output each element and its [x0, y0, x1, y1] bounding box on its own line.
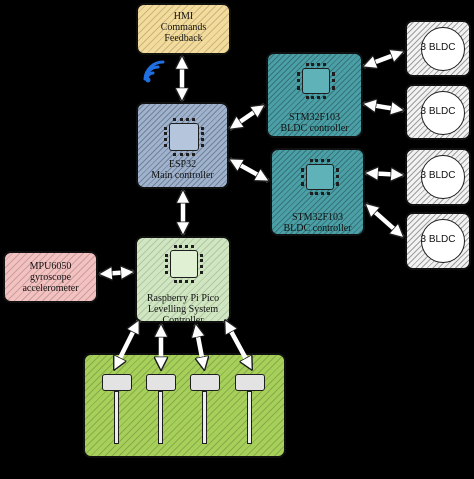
arrow-pico-actuator-4 [223, 322, 254, 368]
motor-icon [421, 155, 465, 199]
chip-icon [297, 63, 335, 99]
actuator-rod [202, 391, 207, 444]
stm32-top-block: STM32F103 BLDC controller [266, 52, 363, 138]
arrow-stm-bottom-motor-3 [367, 173, 402, 175]
mpu6050-line-1: MPU6050 [29, 261, 72, 272]
arrow-mpu-pico [101, 272, 132, 274]
mpu6050-line-3: accelerometer [22, 283, 79, 294]
hmi-line-2: Commands [160, 22, 207, 33]
esp32-label: ESP32 Main controller [138, 159, 227, 181]
hmi-label: HMI Commands Feedback [138, 11, 229, 44]
hmi-line-3: Feedback [164, 33, 203, 44]
arrow-esp32-stm-bottom [231, 157, 267, 183]
bldc-motor-1: 3 BLDC [405, 20, 471, 77]
pico-line-3: Controller [162, 315, 204, 323]
bldc-motor-2-label: 3 BLDC [420, 106, 456, 117]
stm32-bottom-line-1: STM32F103 [291, 212, 344, 223]
stm32-top-line-1: STM32F103 [288, 112, 341, 123]
arrow-stm-top-motor-2 [365, 104, 402, 110]
stm32-top-label: STM32F103 BLDC controller [268, 112, 361, 134]
linear-actuator-icon [190, 374, 220, 391]
esp32-line-2: Main controller [151, 170, 214, 181]
chip-icon [301, 159, 339, 195]
stm32-bottom-label: STM32F103 BLDC controller [272, 212, 363, 234]
arrow-pico-actuator-3 [196, 326, 204, 368]
motor-icon [421, 91, 465, 135]
pico-block: Raspberry Pi Pico Levelling System Contr… [135, 236, 231, 323]
stm32-bottom-block: STM32F103 BLDC controller [270, 148, 365, 236]
bldc-motor-3: 3 BLDC [405, 148, 471, 206]
motor-icon [421, 27, 465, 71]
esp32-line-1: ESP32 [168, 159, 197, 170]
bldc-motor-4-label: 3 BLDC [420, 234, 456, 245]
motor-icon [421, 219, 465, 263]
esp32-block: ESP32 Main controller [136, 102, 229, 189]
linear-actuator-icon [235, 374, 265, 391]
mpu6050-label: MPU6050 gyroscope accelerometer [5, 261, 96, 294]
arrow-stm-top-motor-1 [365, 52, 402, 66]
hmi-line-1: HMI [173, 11, 194, 22]
pico-line-1: Raspberry Pi Pico [146, 293, 220, 304]
chip-icon [165, 245, 203, 283]
stm32-top-line-2: BLDC controller [280, 123, 349, 134]
bldc-motor-3-label: 3 BLDC [420, 170, 456, 181]
arrow-pico-actuator-1 [112, 322, 141, 368]
bldc-motor-4: 3 BLDC [405, 212, 471, 270]
chip-icon [164, 118, 204, 156]
hmi-block: HMI Commands Feedback [136, 3, 231, 55]
actuator-rod [158, 391, 163, 444]
pico-line-2: Levelling System [147, 304, 219, 315]
linear-actuator-icon [146, 374, 176, 391]
bldc-motor-2: 3 BLDC [405, 84, 471, 140]
mpu6050-block: MPU6050 gyroscope accelerometer [3, 251, 98, 303]
actuator-rod [247, 391, 252, 444]
actuator-rod [114, 391, 119, 444]
bldc-motor-1-label: 3 BLDC [420, 42, 456, 53]
arrow-esp32-stm-top [231, 106, 263, 128]
stm32-bottom-line-2: BLDC controller [283, 223, 352, 234]
linear-actuator-icon [102, 374, 132, 391]
mpu6050-line-2: gyroscope [29, 272, 72, 283]
pico-label: Raspberry Pi Pico Levelling System Contr… [137, 293, 229, 323]
arrow-stm-bottom-motor-4 [367, 205, 402, 236]
